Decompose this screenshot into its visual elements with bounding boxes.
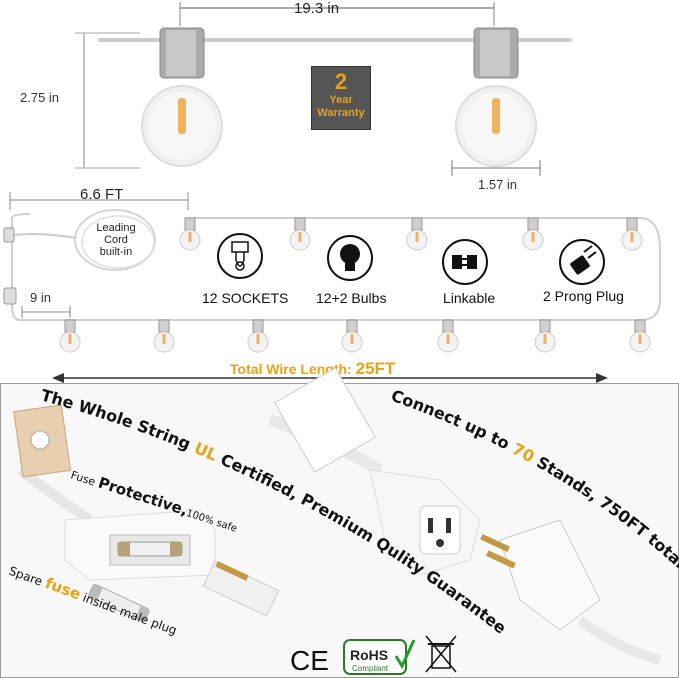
weee-bin-icon [425,635,457,673]
large-bulb-left [141,27,223,167]
female-connector [369,469,481,576]
small-bulb-bottom-3 [247,319,269,353]
small-bulb-top-3 [406,217,428,251]
spare-fuse [87,583,151,623]
cord-length: 6.6 FT [80,186,124,203]
total-wire-length: Total Wire Length: 25FT [230,359,395,379]
small-bulb-bottom-1 [59,319,81,353]
small-bulb-top-4 [522,217,544,251]
warranty-number: 2 [334,69,348,94]
leading-cord-line1: Leading [96,222,136,234]
small-bulb-bottom-2 [153,319,175,353]
leading-cord-line2: Cord [104,234,128,246]
warranty-badge: 2 Year Warranty [311,66,371,130]
width-dimension: 19.3 in [294,0,340,17]
small-bulb-bottom-6 [534,319,556,353]
warning-tag [274,367,376,473]
male-connector [480,519,662,665]
bulb-row-bottom [59,319,651,353]
leading-cord-label: Leading Cord built-in [95,222,137,258]
top-diagram [3,2,661,383]
rohs-badge: RoHS Compliant [343,639,416,675]
plug-icon [559,239,605,285]
warranty-line2: Warranty [317,107,365,119]
height-dimension: 2.75 in [20,90,60,105]
small-bulb-bottom-4 [341,319,363,353]
socket-icon [217,233,263,279]
total-wire-value: 25FT [355,359,396,378]
feature-plug: 2 Prong Plug [543,288,624,304]
check-icon [394,639,416,670]
small-bulb-top-1 [179,217,201,251]
feature-bulbs: 12+2 Bulbs [316,290,387,306]
ce-mark: CE [290,645,329,676]
leading-cord-line3: built-in [99,246,133,258]
small-bulb-top-5 [621,217,643,251]
bulb-spacing: 9 in [30,290,51,305]
link-plug-icon [442,239,488,285]
small-bulb-bottom-5 [437,319,459,353]
feature-linkable: Linkable [443,290,496,306]
large-bulb-right [455,27,537,167]
warranty-line1: Year [329,94,353,106]
bulb-icon [327,235,373,281]
small-bulb-top-2 [289,217,311,251]
rohs-label: RoHS [350,647,388,663]
bulb-row-top [179,217,643,251]
fused-male-plug [64,509,280,617]
small-bulb-bottom-7 [629,319,651,353]
feature-sockets: 12 SOCKETS [202,290,289,306]
bulb-diameter: 1.57 in [478,177,518,192]
total-wire-prefix: Total Wire Length: [230,361,356,377]
ul-tag [13,404,72,478]
rohs-compliant: Compliant [352,664,389,673]
